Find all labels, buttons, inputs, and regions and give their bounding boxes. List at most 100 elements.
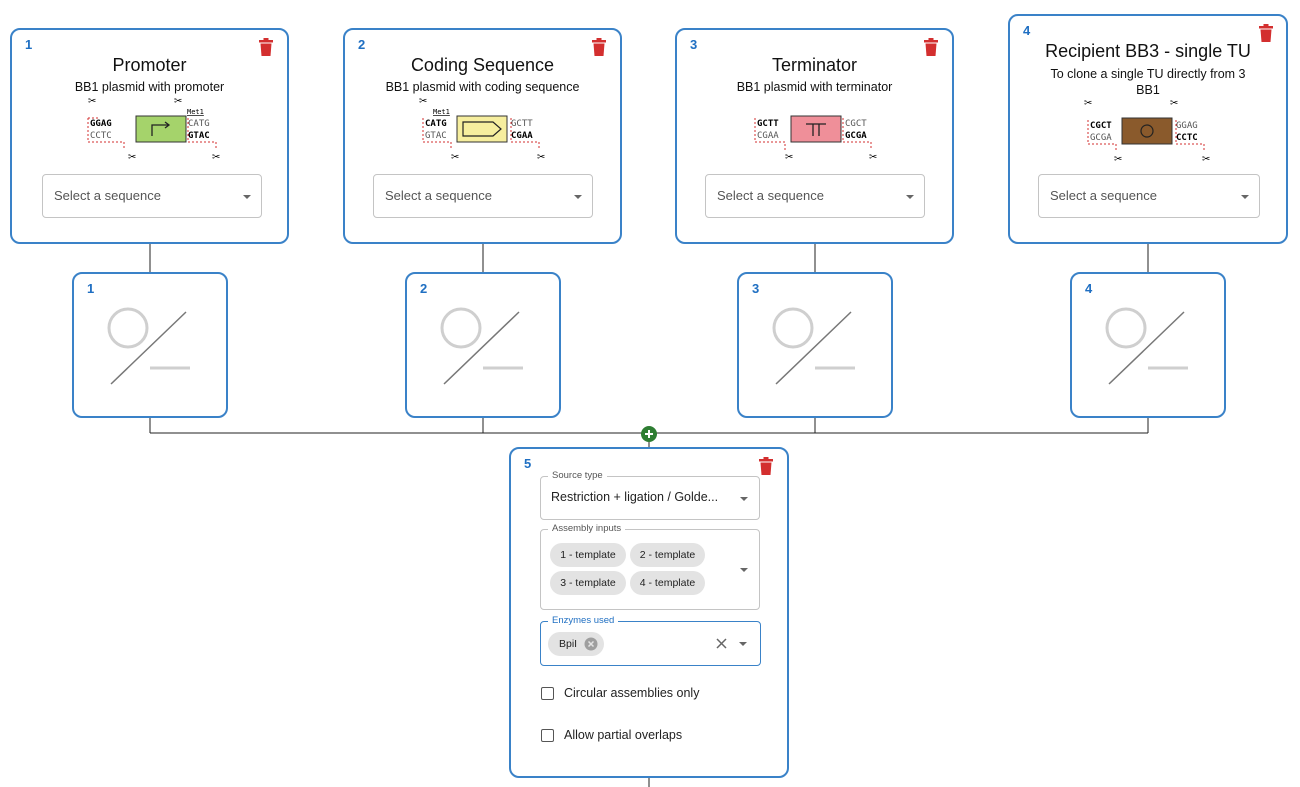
svg-text:✂: ✂: [212, 152, 220, 163]
svg-text:✂: ✂: [1114, 154, 1122, 165]
template-number: 4: [1085, 281, 1093, 296]
svg-text:✂: ✂: [869, 152, 877, 163]
source-type-value: Restriction + ligation / Golde...: [551, 490, 719, 504]
input-chip[interactable]: 3 - template: [550, 571, 626, 595]
assembly-inputs-label: Assembly inputs: [548, 523, 626, 535]
card-subtitle: BB1 plasmid with terminator: [736, 80, 893, 94]
chevron-down-icon: [243, 195, 251, 199]
template-sequence-2[interactable]: 2: [405, 272, 561, 418]
chevron-down-icon: [740, 497, 748, 501]
select-placeholder: Select a sequence: [1050, 188, 1157, 203]
overhang-bottom: GCGA: [1090, 133, 1112, 143]
delete-icon[interactable]: [1258, 24, 1274, 42]
right-top: GGAG: [1176, 121, 1198, 131]
empty-sequence-icon: [440, 307, 523, 385]
template-sequence-3[interactable]: 3: [737, 272, 893, 418]
delete-icon[interactable]: [923, 38, 939, 56]
sequence-select[interactable]: Select a sequence: [373, 174, 593, 218]
left-label: Met1: [433, 108, 450, 116]
svg-text:✂: ✂: [785, 152, 793, 163]
template-number: 1: [87, 281, 95, 296]
empty-sequence-icon: [107, 307, 190, 385]
empty-sequence-icon: [1105, 307, 1188, 385]
source-card-1: 1 Promoter BB1 plasmid with promoter ✂ ✂…: [10, 28, 289, 244]
source-card-2: 2 Coding Sequence BB1 plasmid with codin…: [343, 28, 622, 244]
right-top: GCTT: [511, 119, 533, 129]
sequence-select[interactable]: Select a sequence: [705, 174, 925, 218]
overhang-bottom: CCTC: [90, 131, 112, 141]
template-number: 3: [752, 281, 760, 296]
circular-only-checkbox[interactable]: [541, 687, 554, 700]
right-bottom: GCGA: [845, 131, 867, 141]
circular-only-label: Circular assemblies only: [564, 686, 700, 700]
select-placeholder: Select a sequence: [385, 188, 492, 203]
input-chip[interactable]: 1 - template: [550, 543, 626, 567]
input-chip[interactable]: 4 - template: [630, 571, 705, 595]
select-placeholder: Select a sequence: [717, 188, 824, 203]
right-top: CGCT: [845, 119, 867, 129]
overhang-top: GGAG: [90, 119, 112, 129]
terminator-part-diagram: GCTT CGAA CGCT GCGA ✂ ✂: [754, 115, 877, 163]
card-subtitle: BB1 plasmid with coding sequence: [385, 80, 580, 94]
empty-sequence-icon: [772, 307, 855, 385]
delete-icon[interactable]: [591, 38, 607, 56]
source-card-4: 4 Recipient BB3 - single TU To clone a s…: [1008, 14, 1288, 244]
clear-icon[interactable]: [716, 638, 727, 649]
input-chip[interactable]: 2 - template: [630, 543, 705, 567]
coding-sequence-part-diagram: ✂ Met1 CATG GTAC GCTT CGAA ✂ ✂: [419, 96, 545, 163]
enzymes-select[interactable]: Enzymes used BpiI: [540, 615, 761, 666]
card-title: Coding Sequence: [410, 55, 555, 75]
svg-text:✂: ✂: [419, 96, 427, 107]
card-number: 1: [25, 37, 33, 52]
card-title: Promoter: [112, 55, 187, 75]
card-number: 4: [1023, 23, 1031, 38]
card-number: 5: [524, 456, 532, 471]
svg-text:✂: ✂: [1170, 98, 1178, 109]
card-number: 3: [690, 37, 698, 52]
overhang-top: CATG: [425, 119, 447, 129]
right-bottom: CCTC: [1176, 133, 1198, 143]
svg-text:✂: ✂: [128, 152, 136, 163]
enzyme-name: BpiI: [559, 638, 578, 650]
enzyme-chip[interactable]: BpiI: [548, 632, 604, 656]
chevron-down-icon: [740, 568, 748, 572]
svg-text:✂: ✂: [451, 152, 459, 163]
select-placeholder: Select a sequence: [54, 188, 161, 203]
source-type-select[interactable]: Source type Restriction + ligation / Gol…: [540, 470, 760, 520]
overhang-bottom: GTAC: [425, 131, 447, 141]
card-title: Terminator: [771, 55, 858, 75]
card-title: Recipient BB3 - single TU: [1045, 41, 1251, 61]
assembly-inputs-select[interactable]: Assembly inputs 1 - template 2 - templat…: [540, 523, 760, 610]
chevron-down-icon: [574, 195, 582, 199]
partial-overlaps-label: Allow partial overlaps: [564, 728, 683, 742]
right-label: Met1: [187, 108, 204, 116]
source-card-3: 3 Terminator BB1 plasmid with terminator…: [675, 28, 954, 244]
overhang-top: GCTT: [757, 119, 779, 129]
sequence-select[interactable]: Select a sequence: [1038, 174, 1260, 218]
svg-text:✂: ✂: [174, 96, 182, 107]
recipient-part-diagram: ✂ ✂ CGCT GCGA GGAG CCTC ✂ ✂: [1084, 98, 1210, 165]
delete-icon[interactable]: [258, 38, 274, 56]
right-bottom: GTAC: [188, 131, 210, 141]
promoter-part-diagram: ✂ ✂ Met1 GGAG CCTC CATG GTAC ✂ ✂: [87, 96, 220, 163]
svg-text:✂: ✂: [1084, 98, 1092, 109]
svg-text:✂: ✂: [88, 96, 96, 107]
svg-text:✂: ✂: [1202, 154, 1210, 165]
source-type-label: Source type: [548, 470, 607, 482]
svg-text:✂: ✂: [537, 152, 545, 163]
template-number: 2: [420, 281, 428, 296]
delete-icon[interactable]: [758, 457, 774, 475]
card-number: 2: [358, 37, 366, 52]
template-sequence-4[interactable]: 4: [1070, 272, 1226, 418]
enzymes-label: Enzymes used: [548, 615, 619, 627]
overhang-top: CGCT: [1090, 121, 1112, 131]
partial-overlaps-checkbox[interactable]: [541, 729, 554, 742]
chevron-down-icon: [739, 642, 747, 646]
assembly-source-card: 5 Source type Restriction + ligation / G…: [509, 447, 789, 778]
right-top: CATG: [188, 119, 210, 129]
remove-chip-icon[interactable]: [584, 637, 598, 651]
add-source-button[interactable]: [640, 425, 658, 443]
template-sequence-1[interactable]: 1: [72, 272, 228, 418]
sequence-select[interactable]: Select a sequence: [42, 174, 262, 218]
right-bottom: CGAA: [511, 131, 533, 141]
